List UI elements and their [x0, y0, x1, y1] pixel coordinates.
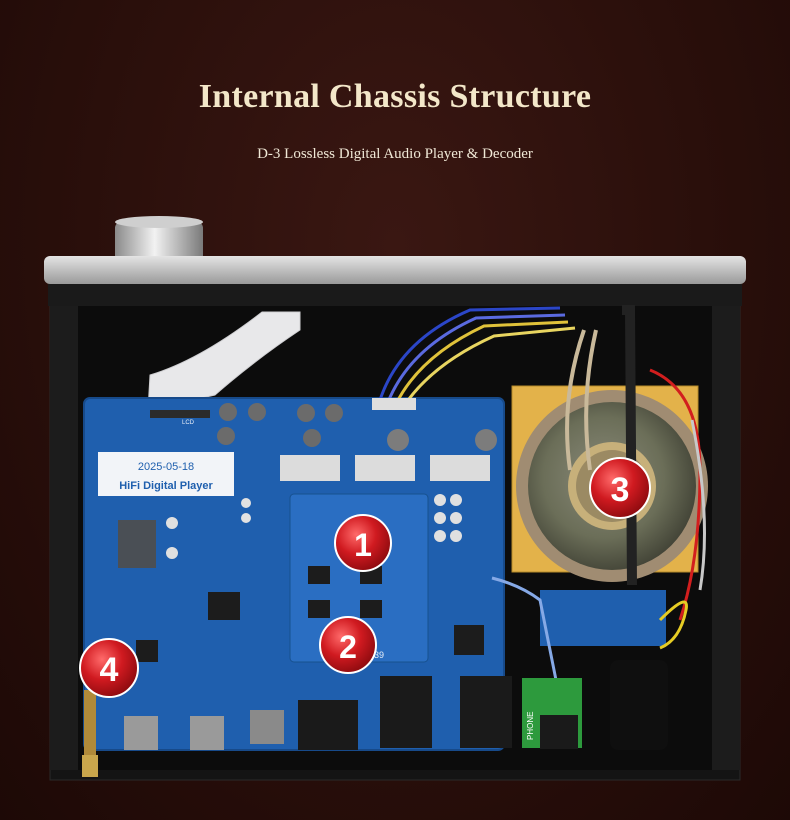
callout-3: 3: [589, 457, 651, 519]
page-title: Internal Chassis Structure: [198, 78, 592, 115]
svg-text:2: 2: [339, 629, 357, 665]
phone-jack-board: PHONE: [522, 678, 582, 749]
svg-text:3: 3: [611, 471, 630, 509]
svg-text:4: 4: [100, 651, 119, 689]
callout-4: 4: [79, 638, 139, 698]
callout-2: 2: [319, 616, 377, 674]
phone-label: PHONE: [526, 712, 535, 740]
callout-1: 1: [334, 514, 392, 572]
svg-text:1: 1: [354, 527, 372, 563]
page-subtitle: D-3 Lossless Digital Audio Player & Deco…: [257, 146, 533, 162]
product-label: HiFi Digital Player: [119, 480, 213, 492]
volume-knob: [115, 216, 203, 262]
antenna-connector: [82, 690, 98, 777]
date-label: 2025-05-18: [138, 461, 194, 473]
wire-harness: [372, 306, 576, 681]
lcd-label: LCD: [182, 420, 195, 426]
main-pcb: 2025-05-18 HiFi Digital Player LCD: [83, 397, 512, 751]
front-panel: [44, 256, 746, 306]
